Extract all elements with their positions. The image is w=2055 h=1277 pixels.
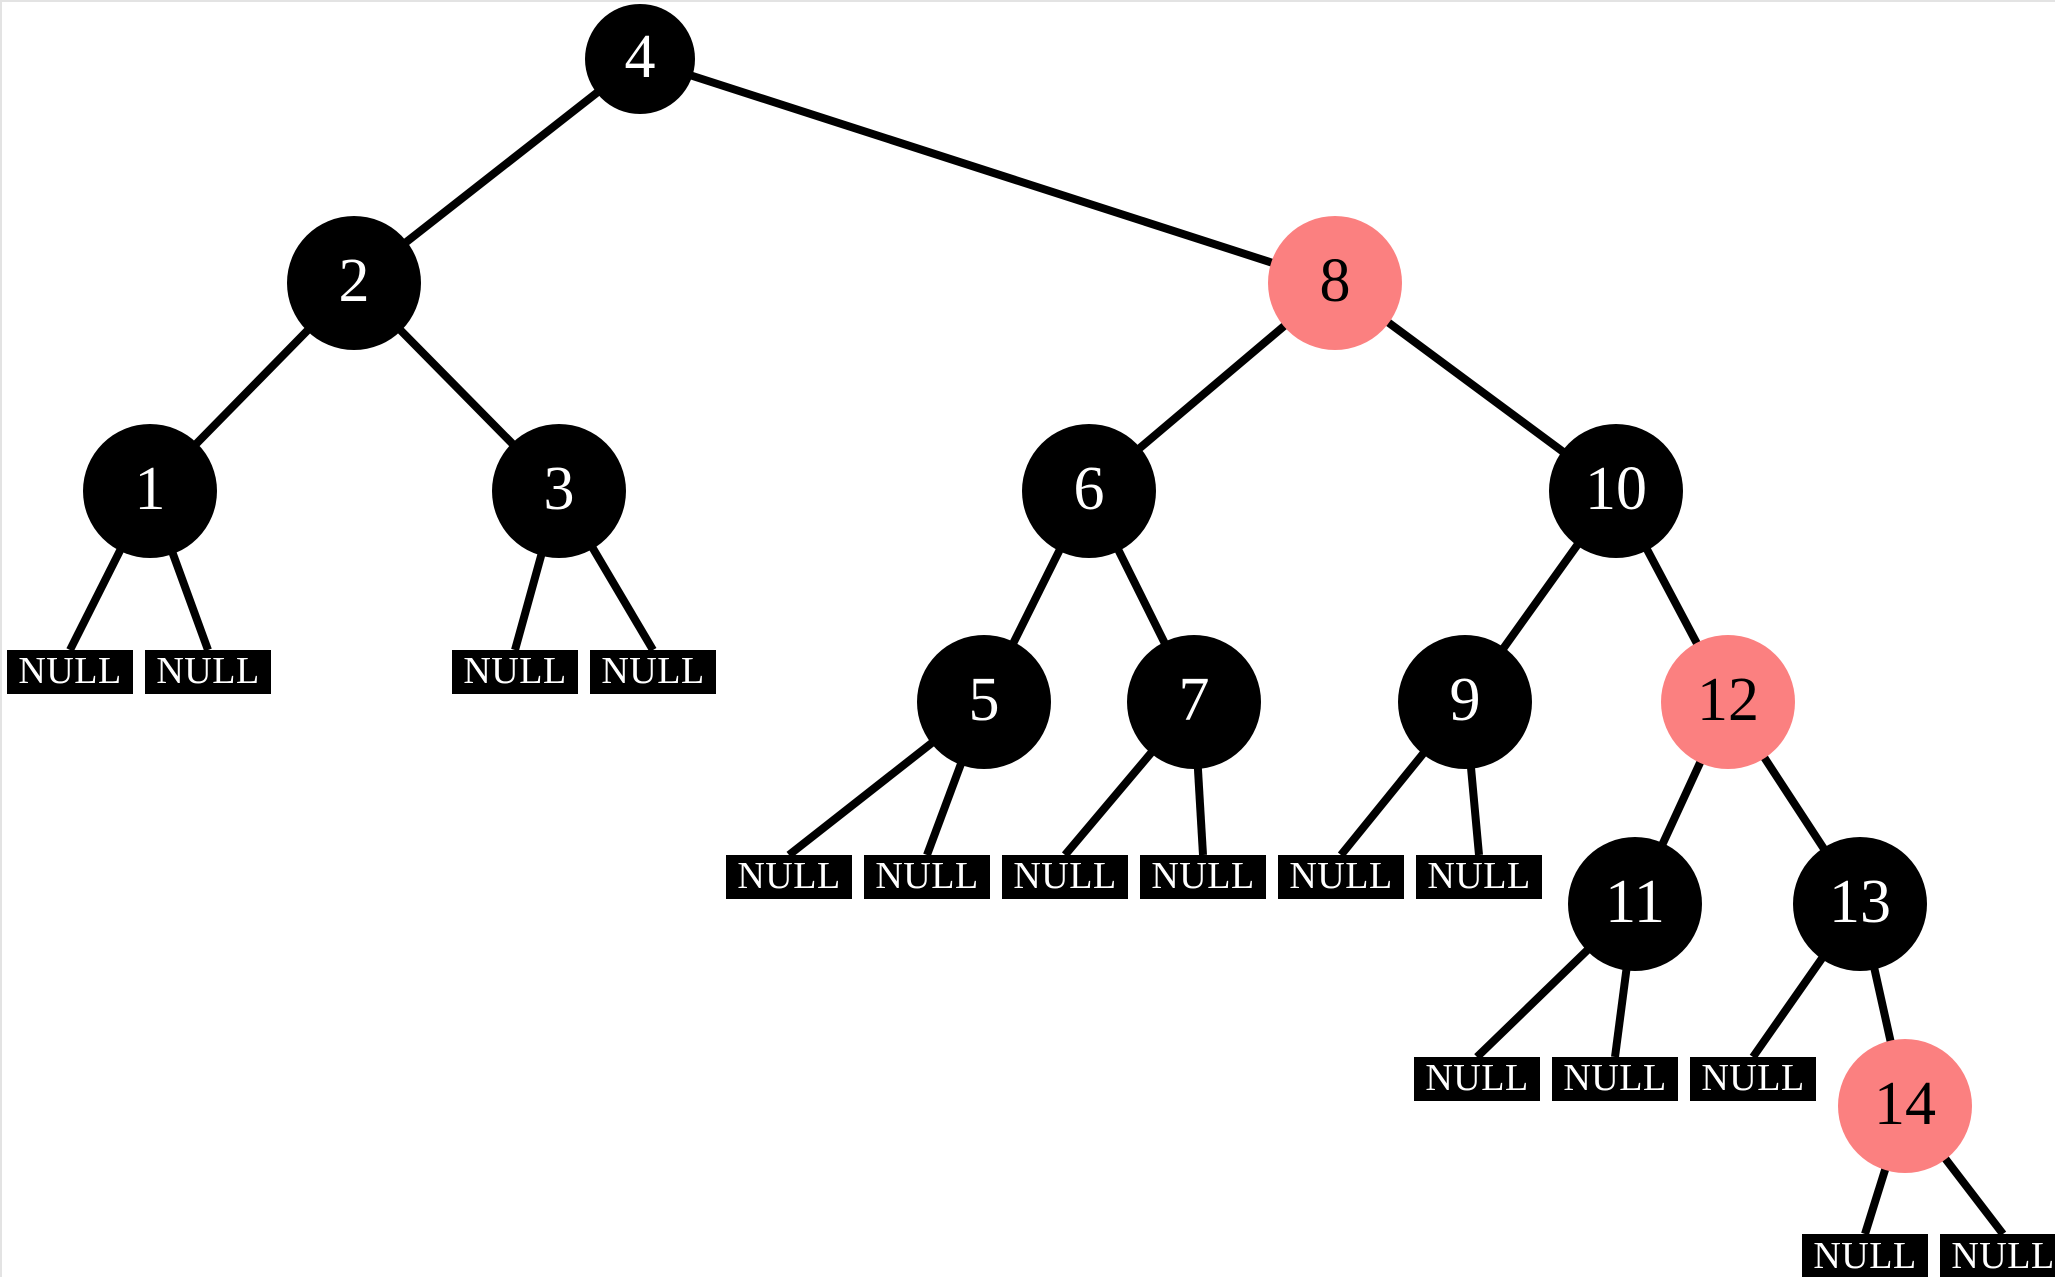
tree-node-label: 12 (1697, 666, 1759, 734)
null-leaf-label: NULL (1151, 855, 1255, 897)
null-leaf-node: NULL (1140, 855, 1266, 899)
tree-node-label: 14 (1874, 1070, 1936, 1138)
null-leaf-node: NULL (1940, 1234, 2055, 1277)
tree-node-6[interactable]: 6 (1022, 424, 1156, 558)
tree-node-12[interactable]: 12 (1661, 635, 1795, 769)
null-leaf-node: NULL (452, 650, 578, 694)
tree-node-10[interactable]: 10 (1549, 424, 1683, 558)
tree-node-4[interactable]: 4 (585, 4, 695, 114)
tree-node-14[interactable]: 14 (1838, 1039, 1972, 1173)
tree-node-label: 5 (968, 666, 1000, 734)
null-leaf-node: NULL (145, 650, 271, 694)
tree-edge (638, 55, 1337, 287)
tree-node-1[interactable]: 1 (83, 424, 217, 558)
tree-node-13[interactable]: 13 (1793, 837, 1927, 971)
null-leaf-label: NULL (18, 650, 122, 692)
null-leaf-label: NULL (875, 855, 979, 897)
null-leaf-node: NULL (1416, 855, 1542, 899)
null-leaf-node: NULL (1802, 1234, 1928, 1277)
null-leaf-label: NULL (1425, 1057, 1529, 1099)
null-leaf-label: NULL (1951, 1234, 2055, 1277)
null-leaf-label: NULL (1563, 1057, 1667, 1099)
tree-node-2[interactable]: 2 (287, 216, 421, 350)
tree-node-label: 4 (624, 23, 656, 91)
null-leaf-node: NULL (1414, 1057, 1540, 1101)
null-leaf-label: NULL (1289, 855, 1393, 897)
tree-node-9[interactable]: 9 (1398, 635, 1532, 769)
tree-node-label: 11 (1605, 868, 1665, 936)
null-leaf-node: NULL (1002, 855, 1128, 899)
null-leaf-label: NULL (601, 650, 705, 692)
null-leaf-label: NULL (1701, 1057, 1805, 1099)
tree-node-11[interactable]: 11 (1568, 837, 1702, 971)
null-leaf-node: NULL (726, 855, 852, 899)
null-leaf-label: NULL (463, 650, 567, 692)
tree-node-label: 13 (1829, 868, 1891, 936)
tree-node-label: 1 (134, 455, 166, 523)
tree-node-label: 3 (543, 455, 575, 523)
tree-node-label: 2 (338, 247, 370, 315)
null-leaf-label: NULL (1813, 1234, 1917, 1277)
null-leaf-label: NULL (1013, 855, 1117, 897)
null-leaf-node: NULL (7, 650, 133, 694)
tree-node-label: 6 (1073, 455, 1105, 523)
null-leaf-node: NULL (1278, 855, 1404, 899)
tree-node-label: 10 (1585, 455, 1647, 523)
tree-node-label: 9 (1449, 666, 1481, 734)
tree-node-8[interactable]: 8 (1268, 216, 1402, 350)
tree-node-label: 7 (1178, 666, 1210, 734)
tree-node-3[interactable]: 3 (492, 424, 626, 558)
null-leaf-node: NULL (1552, 1057, 1678, 1101)
tree-node-5[interactable]: 5 (917, 635, 1051, 769)
tree-node-7[interactable]: 7 (1127, 635, 1261, 769)
null-leaf-label: NULL (1427, 855, 1531, 897)
tree-node-label: 8 (1319, 247, 1351, 315)
null-leaf-label: NULL (737, 855, 841, 897)
null-leaf-node: NULL (864, 855, 990, 899)
null-leaf-node: NULL (590, 650, 716, 694)
null-leaf-label: NULL (156, 650, 260, 692)
null-leaf-node: NULL (1690, 1057, 1816, 1101)
